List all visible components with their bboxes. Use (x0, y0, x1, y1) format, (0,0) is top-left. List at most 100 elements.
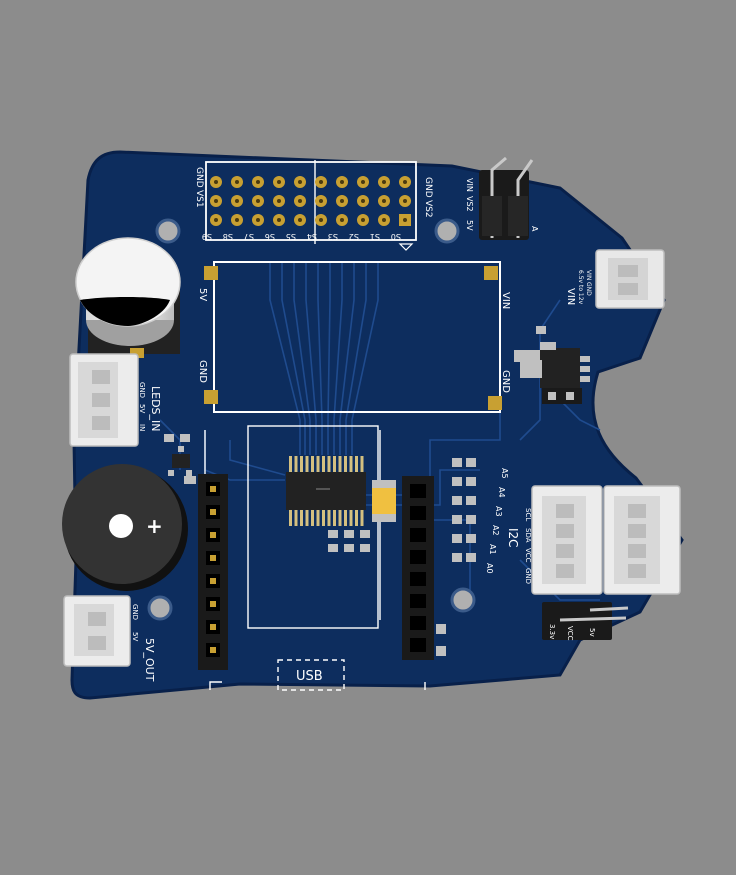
servo-pad-hole (256, 180, 260, 184)
label-usb: USB (296, 669, 323, 684)
label-power-vin: VIN (465, 178, 474, 192)
ic-pin (355, 456, 358, 472)
label-power-vs2: VS2 (465, 196, 474, 212)
servo-channel-label: S9 (202, 232, 212, 241)
servo-pad-hole (340, 180, 344, 184)
smd-resistor (466, 496, 476, 505)
servo-pad-hole (403, 180, 407, 184)
vin-connector[interactable] (595, 249, 665, 309)
label-leds-title: LEDS_IN (149, 386, 162, 432)
smd-small-center (328, 530, 370, 552)
ic-pin (344, 456, 347, 472)
servo-channel-label: S8 (223, 232, 233, 241)
label-power-a: A (530, 226, 539, 232)
header-pin (210, 578, 216, 584)
servo-pad-hole (256, 199, 260, 203)
header-socket (410, 616, 426, 630)
analog-pin-label: A3 (494, 506, 503, 517)
servo-channel-label: S0 (391, 232, 401, 241)
servo-pad-hole (214, 218, 218, 222)
header-pin (210, 555, 216, 561)
servo-pad-hole (319, 218, 323, 222)
module-footprint (204, 261, 502, 413)
servo-channel-label: S5 (286, 232, 296, 241)
power-pin-header[interactable] (479, 156, 534, 240)
5v-out-connector[interactable] (63, 595, 131, 667)
main-ic (286, 456, 366, 526)
servo-pad-hole (235, 218, 239, 222)
label-vcc-vcc: VCC (566, 626, 574, 641)
smd-resistor (452, 553, 462, 562)
servo-pads (210, 176, 411, 226)
ic-pin (294, 456, 298, 472)
i2c-connector-1[interactable] (531, 485, 603, 595)
servo-pad-hole (319, 180, 323, 184)
label-leds-in: IN (138, 424, 146, 431)
servo-pad-hole (277, 199, 281, 203)
left-header[interactable] (198, 474, 228, 670)
label-out-gnd: GND (131, 604, 139, 620)
buzzer (62, 464, 188, 591)
header-socket (410, 528, 426, 542)
right-header[interactable] (402, 476, 446, 660)
label-leds-5v: 5V (138, 404, 146, 413)
ic-pin (322, 456, 325, 472)
header-pin (210, 601, 216, 607)
servo-pad-hole (403, 218, 407, 222)
header-pin (210, 532, 216, 538)
servo-channel-label: S4 (307, 232, 317, 241)
i2c-connector-2[interactable] (603, 485, 681, 595)
servo-pad-hole (214, 180, 218, 184)
buzzer-plus-label: + (146, 514, 163, 538)
servo-pad-hole (340, 218, 344, 222)
ic-pin (338, 510, 342, 526)
servo-channel-label: S7 (244, 232, 254, 241)
smd-resistor (452, 458, 462, 467)
ic-pin (300, 510, 303, 526)
smd-resistor (466, 477, 476, 486)
servo-channel-label: S3 (328, 232, 338, 241)
smd-resistor (452, 477, 462, 486)
mounting-hole (450, 587, 476, 613)
label-module-gnd-left: GND (197, 360, 208, 383)
ic-pin (300, 456, 303, 472)
label-vin-gnd: GND (585, 282, 592, 296)
leds-in-connector[interactable] (69, 353, 139, 447)
analog-pin-label: A4 (497, 487, 506, 498)
vcc-select-jumper[interactable] (542, 602, 629, 640)
servo-pad-hole (235, 199, 239, 203)
label-leds-gnd: GND (138, 382, 146, 398)
servo-pad-hole (382, 218, 386, 222)
label-module-gnd-right: GND (500, 370, 511, 393)
ic-pin (289, 510, 292, 526)
mounting-hole (155, 218, 181, 244)
ic-pin (311, 456, 314, 472)
label-servo-gnd-left: GND (194, 167, 204, 188)
servo-pad-hole (361, 199, 365, 203)
label-vin-title: VIN (565, 288, 576, 305)
servo-pad-hole (214, 199, 218, 203)
servo-pad-hole (361, 218, 365, 222)
label-out-5v: 5V (131, 632, 139, 641)
header-socket (410, 506, 426, 520)
smd-resistor (466, 553, 476, 562)
ic-pin (355, 510, 358, 526)
ic-pin (311, 510, 314, 526)
header-pin (210, 624, 216, 630)
ic-pin (327, 456, 331, 472)
servo-pad-hole (361, 180, 365, 184)
smd-capacitor-yellow (372, 480, 396, 522)
i2c-pin-label: GND (524, 568, 532, 584)
label-vin-range: 6.5v to 12v (577, 270, 584, 305)
servo-pad-hole (319, 199, 323, 203)
analog-pin-label: A1 (488, 544, 497, 555)
ic-pin (294, 510, 298, 526)
servo-pad-hole (235, 180, 239, 184)
ic-pin (316, 510, 320, 526)
smd-resistor (452, 496, 462, 505)
ic-pin (338, 456, 342, 472)
